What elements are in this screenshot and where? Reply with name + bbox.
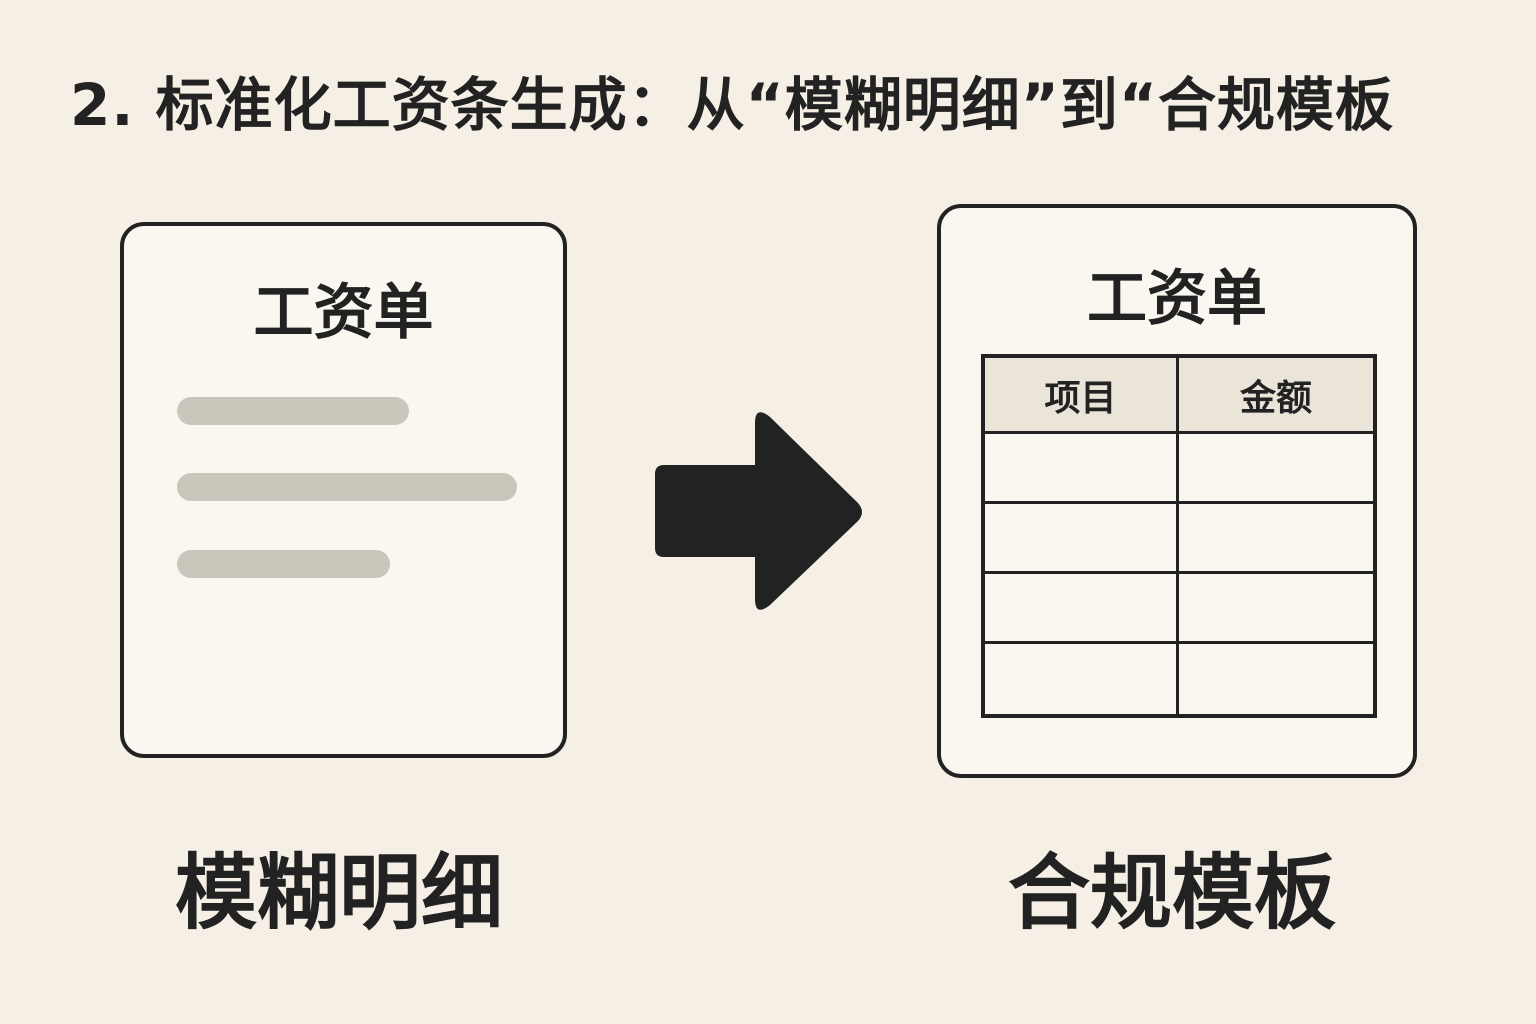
table-header-amount: 金额 [1179,358,1373,434]
vague-details-label: 模糊明细 [175,846,504,941]
card-title: 工资单 [1087,264,1267,334]
table-cell [1179,504,1373,574]
table-cell [985,574,1179,644]
page-title: 2. 标准化工资条生成：从“模糊明细”到“合规模板 [70,71,1394,139]
placeholder-line [177,473,517,501]
table-cell [985,504,1179,574]
table-header-item: 项目 [985,358,1179,434]
compliant-payslip-card: 工资单 项目 金额 [937,204,1417,778]
arrow-right-icon [655,412,862,610]
payslip-table: 项目 金额 [981,354,1377,718]
table-cell [1179,434,1373,504]
compliant-template-label: 合规模板 [1008,846,1337,941]
table-cell [1179,644,1373,714]
placeholder-line [177,397,409,425]
table-cell [1179,574,1373,644]
table-cell [985,644,1179,714]
vague-payslip-card: 工资单 [120,222,567,758]
card-title: 工资单 [253,278,434,348]
placeholder-line [177,550,390,578]
table-cell [985,434,1179,504]
